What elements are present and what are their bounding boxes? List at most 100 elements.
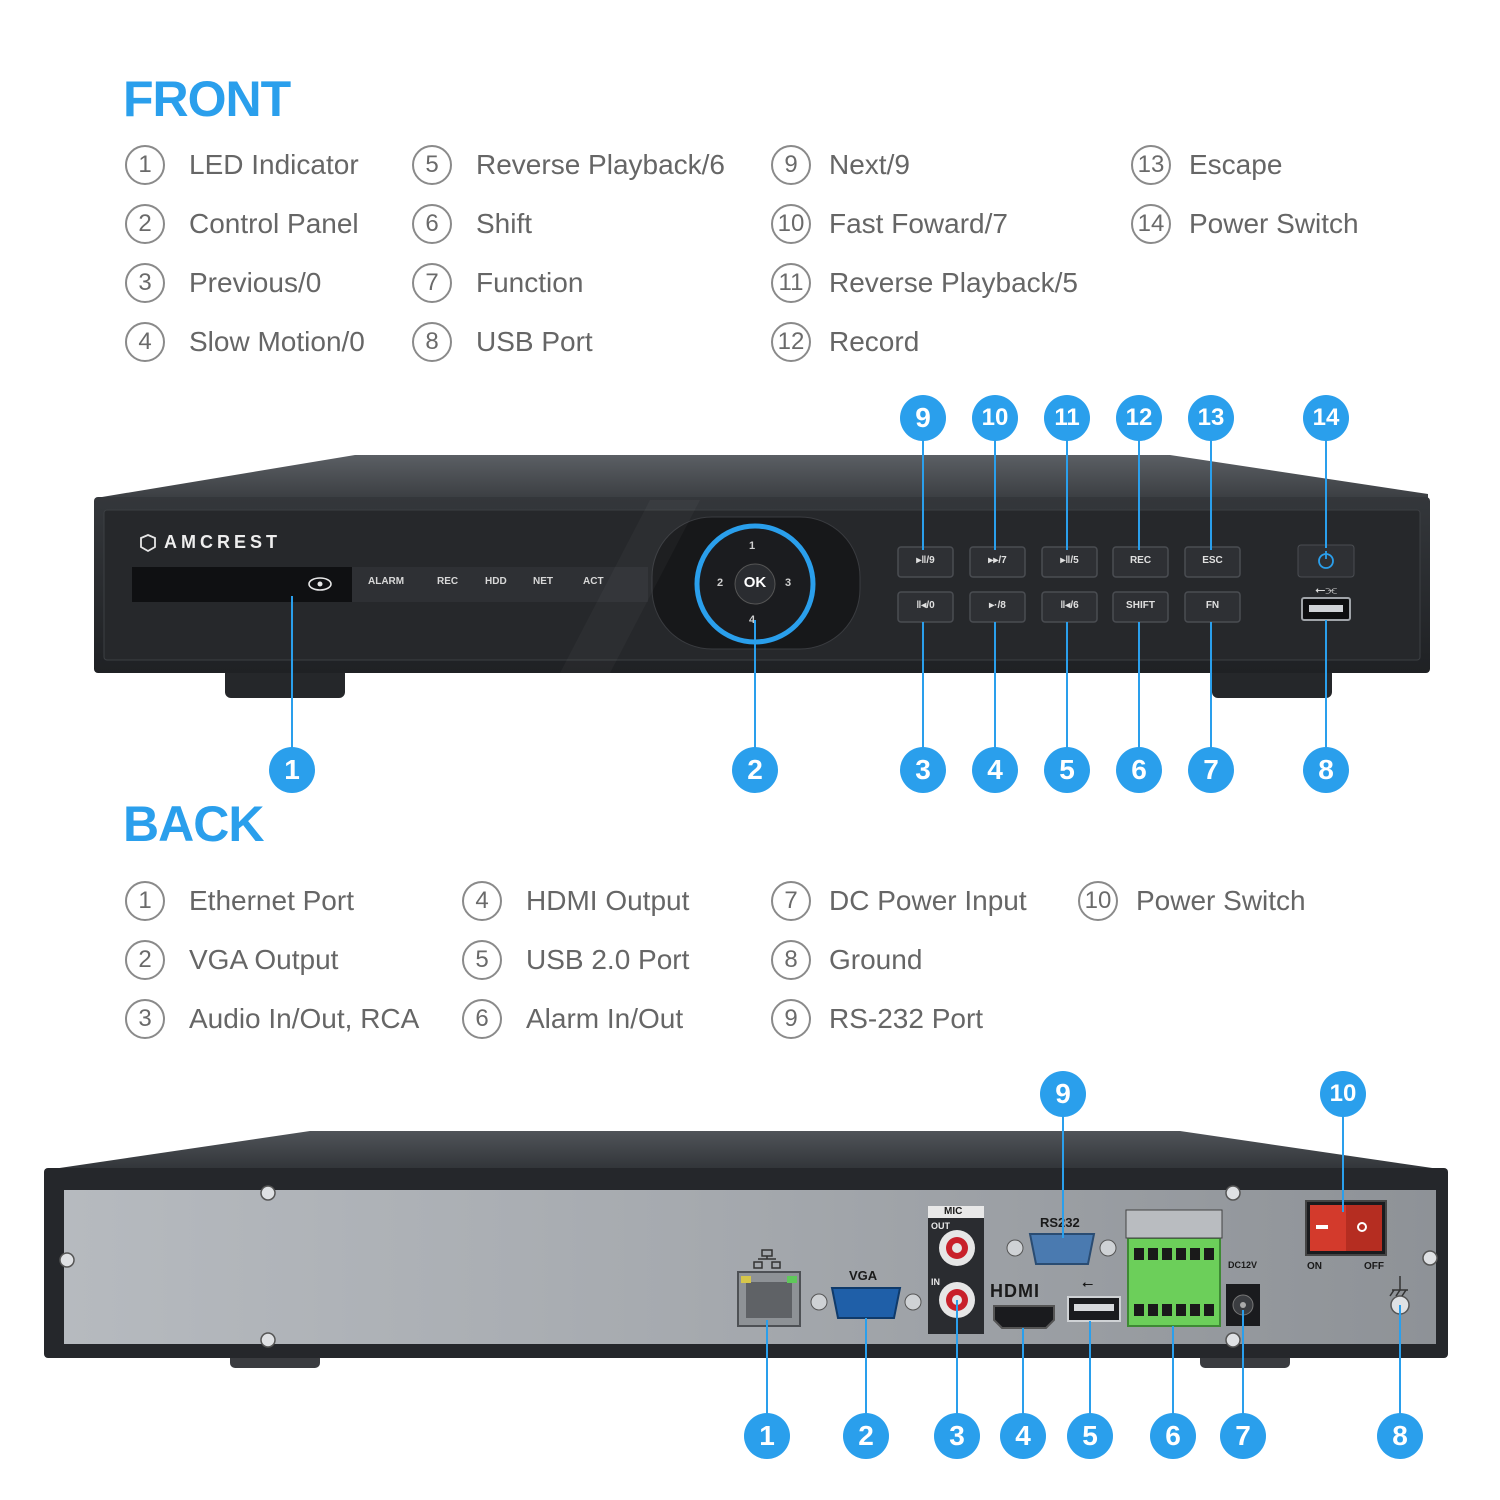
legend-number: 2 xyxy=(125,940,165,980)
screw xyxy=(1225,1332,1241,1348)
hdmi-port xyxy=(993,1305,1055,1329)
legend-number: 8 xyxy=(771,940,811,980)
legend-number: 9 xyxy=(771,145,811,185)
back-callout: 10 xyxy=(1320,1071,1366,1117)
foot xyxy=(1212,668,1332,698)
legend-label: Shift xyxy=(476,208,533,239)
usb-icon: ⭠⫘ xyxy=(1315,582,1337,597)
leader-line xyxy=(754,620,756,748)
back-legend-item: 9 RS-232 Port xyxy=(771,997,983,1041)
front-legend-item: 9 Next/9 xyxy=(771,143,910,187)
leader-line xyxy=(1089,1321,1091,1416)
leader-line xyxy=(994,440,996,550)
network-icon xyxy=(753,1249,781,1269)
front-callout: 7 xyxy=(1188,747,1234,793)
back-callout: 3 xyxy=(934,1413,980,1459)
dpad-down-button[interactable]: 4 xyxy=(749,614,756,626)
audio-out-label: OUT xyxy=(931,1221,950,1231)
back-callout: 4 xyxy=(1000,1413,1046,1459)
legend-number: 7 xyxy=(412,263,452,303)
reverse-playback-6-button[interactable]: ‖◂/6 xyxy=(1060,600,1079,611)
leader-line xyxy=(1210,440,1212,550)
front-callout: 1 xyxy=(269,747,315,793)
front-callout: 10 xyxy=(972,395,1018,441)
legend-number: 5 xyxy=(412,145,452,185)
ground-icon xyxy=(1389,1276,1408,1297)
fast-forward-button[interactable]: ▸▸/7 xyxy=(988,555,1007,566)
front-callout: 8 xyxy=(1303,747,1349,793)
legend-number: 10 xyxy=(1078,881,1118,921)
dpad-up-button[interactable]: 1 xyxy=(749,540,756,552)
front-callout: 4 xyxy=(972,747,1018,793)
dpad-ok-button[interactable]: OK xyxy=(743,574,767,591)
legend-label: Fast Foward/7 xyxy=(829,208,1008,239)
screw xyxy=(260,1332,276,1348)
leader-line xyxy=(1172,1326,1174,1416)
back-callout: 2 xyxy=(843,1413,889,1459)
front-callout: 2 xyxy=(732,747,778,793)
leader-line xyxy=(1138,622,1140,748)
rs232-label: RS232 xyxy=(1040,1215,1080,1230)
leader-line xyxy=(1399,1305,1401,1416)
device-top xyxy=(46,1131,1446,1176)
back-callout: 5 xyxy=(1067,1413,1113,1459)
leader-line xyxy=(1210,622,1212,748)
legend-number: 11 xyxy=(771,263,811,303)
legend-number: 1 xyxy=(125,881,165,921)
shift-button[interactable]: SHIFT xyxy=(1126,600,1155,611)
previous-button[interactable]: ‖◂/0 xyxy=(916,600,935,611)
leader-line xyxy=(994,622,996,748)
leader-line xyxy=(922,440,924,550)
front-callout: 12 xyxy=(1116,395,1162,441)
dpad-left-button[interactable]: 2 xyxy=(717,577,724,589)
legend-label: Function xyxy=(476,267,584,298)
dpad-right-button[interactable]: 3 xyxy=(785,577,792,589)
dpad: OK 1 2 3 4 xyxy=(697,526,813,642)
back-title: BACK xyxy=(123,796,264,852)
legend-label: DC Power Input xyxy=(829,885,1027,916)
legend-label: USB 2.0 Port xyxy=(526,944,690,975)
front-legend-item: 12 Record xyxy=(771,320,919,364)
vga-port xyxy=(830,1287,902,1319)
front-callout: 5 xyxy=(1044,747,1090,793)
leader-line xyxy=(922,622,924,748)
next-button[interactable]: ▸‖/9 xyxy=(916,555,935,566)
dc-label: DC12V xyxy=(1228,1260,1258,1270)
leader-line xyxy=(1066,622,1068,748)
legend-label: Ground xyxy=(829,944,923,975)
mic-label: MIC xyxy=(944,1206,963,1217)
legend-number: 4 xyxy=(125,322,165,362)
escape-button[interactable]: ESC xyxy=(1202,555,1223,566)
indicator-hdd: HDD xyxy=(485,576,507,587)
legend-number: 2 xyxy=(125,204,165,244)
reverse-playback-5-button[interactable]: ▸‖/5 xyxy=(1060,555,1079,566)
foot xyxy=(225,668,345,698)
legend-label: Record xyxy=(829,326,920,357)
legend-label: USB Port xyxy=(476,326,593,357)
function-button[interactable]: FN xyxy=(1205,600,1220,611)
legend-label: Reverse Playback/6 xyxy=(476,149,726,180)
legend-label: LED Indicator xyxy=(189,149,359,180)
legend-label: RS-232 Port xyxy=(829,1003,984,1034)
record-button[interactable]: REC xyxy=(1129,555,1152,566)
leader-line xyxy=(1342,1116,1344,1212)
leader-line xyxy=(1325,440,1327,548)
front-callout: 13 xyxy=(1188,395,1234,441)
slow-motion-button[interactable]: ▸·/8 xyxy=(989,600,1006,611)
legend-number: 6 xyxy=(462,999,502,1039)
legend-number: 9 xyxy=(771,999,811,1039)
legend-number: 12 xyxy=(771,322,811,362)
legend-label: Next/9 xyxy=(829,149,910,180)
indicator-net: NET xyxy=(533,576,553,587)
brand-name: AMCREST xyxy=(164,532,281,552)
